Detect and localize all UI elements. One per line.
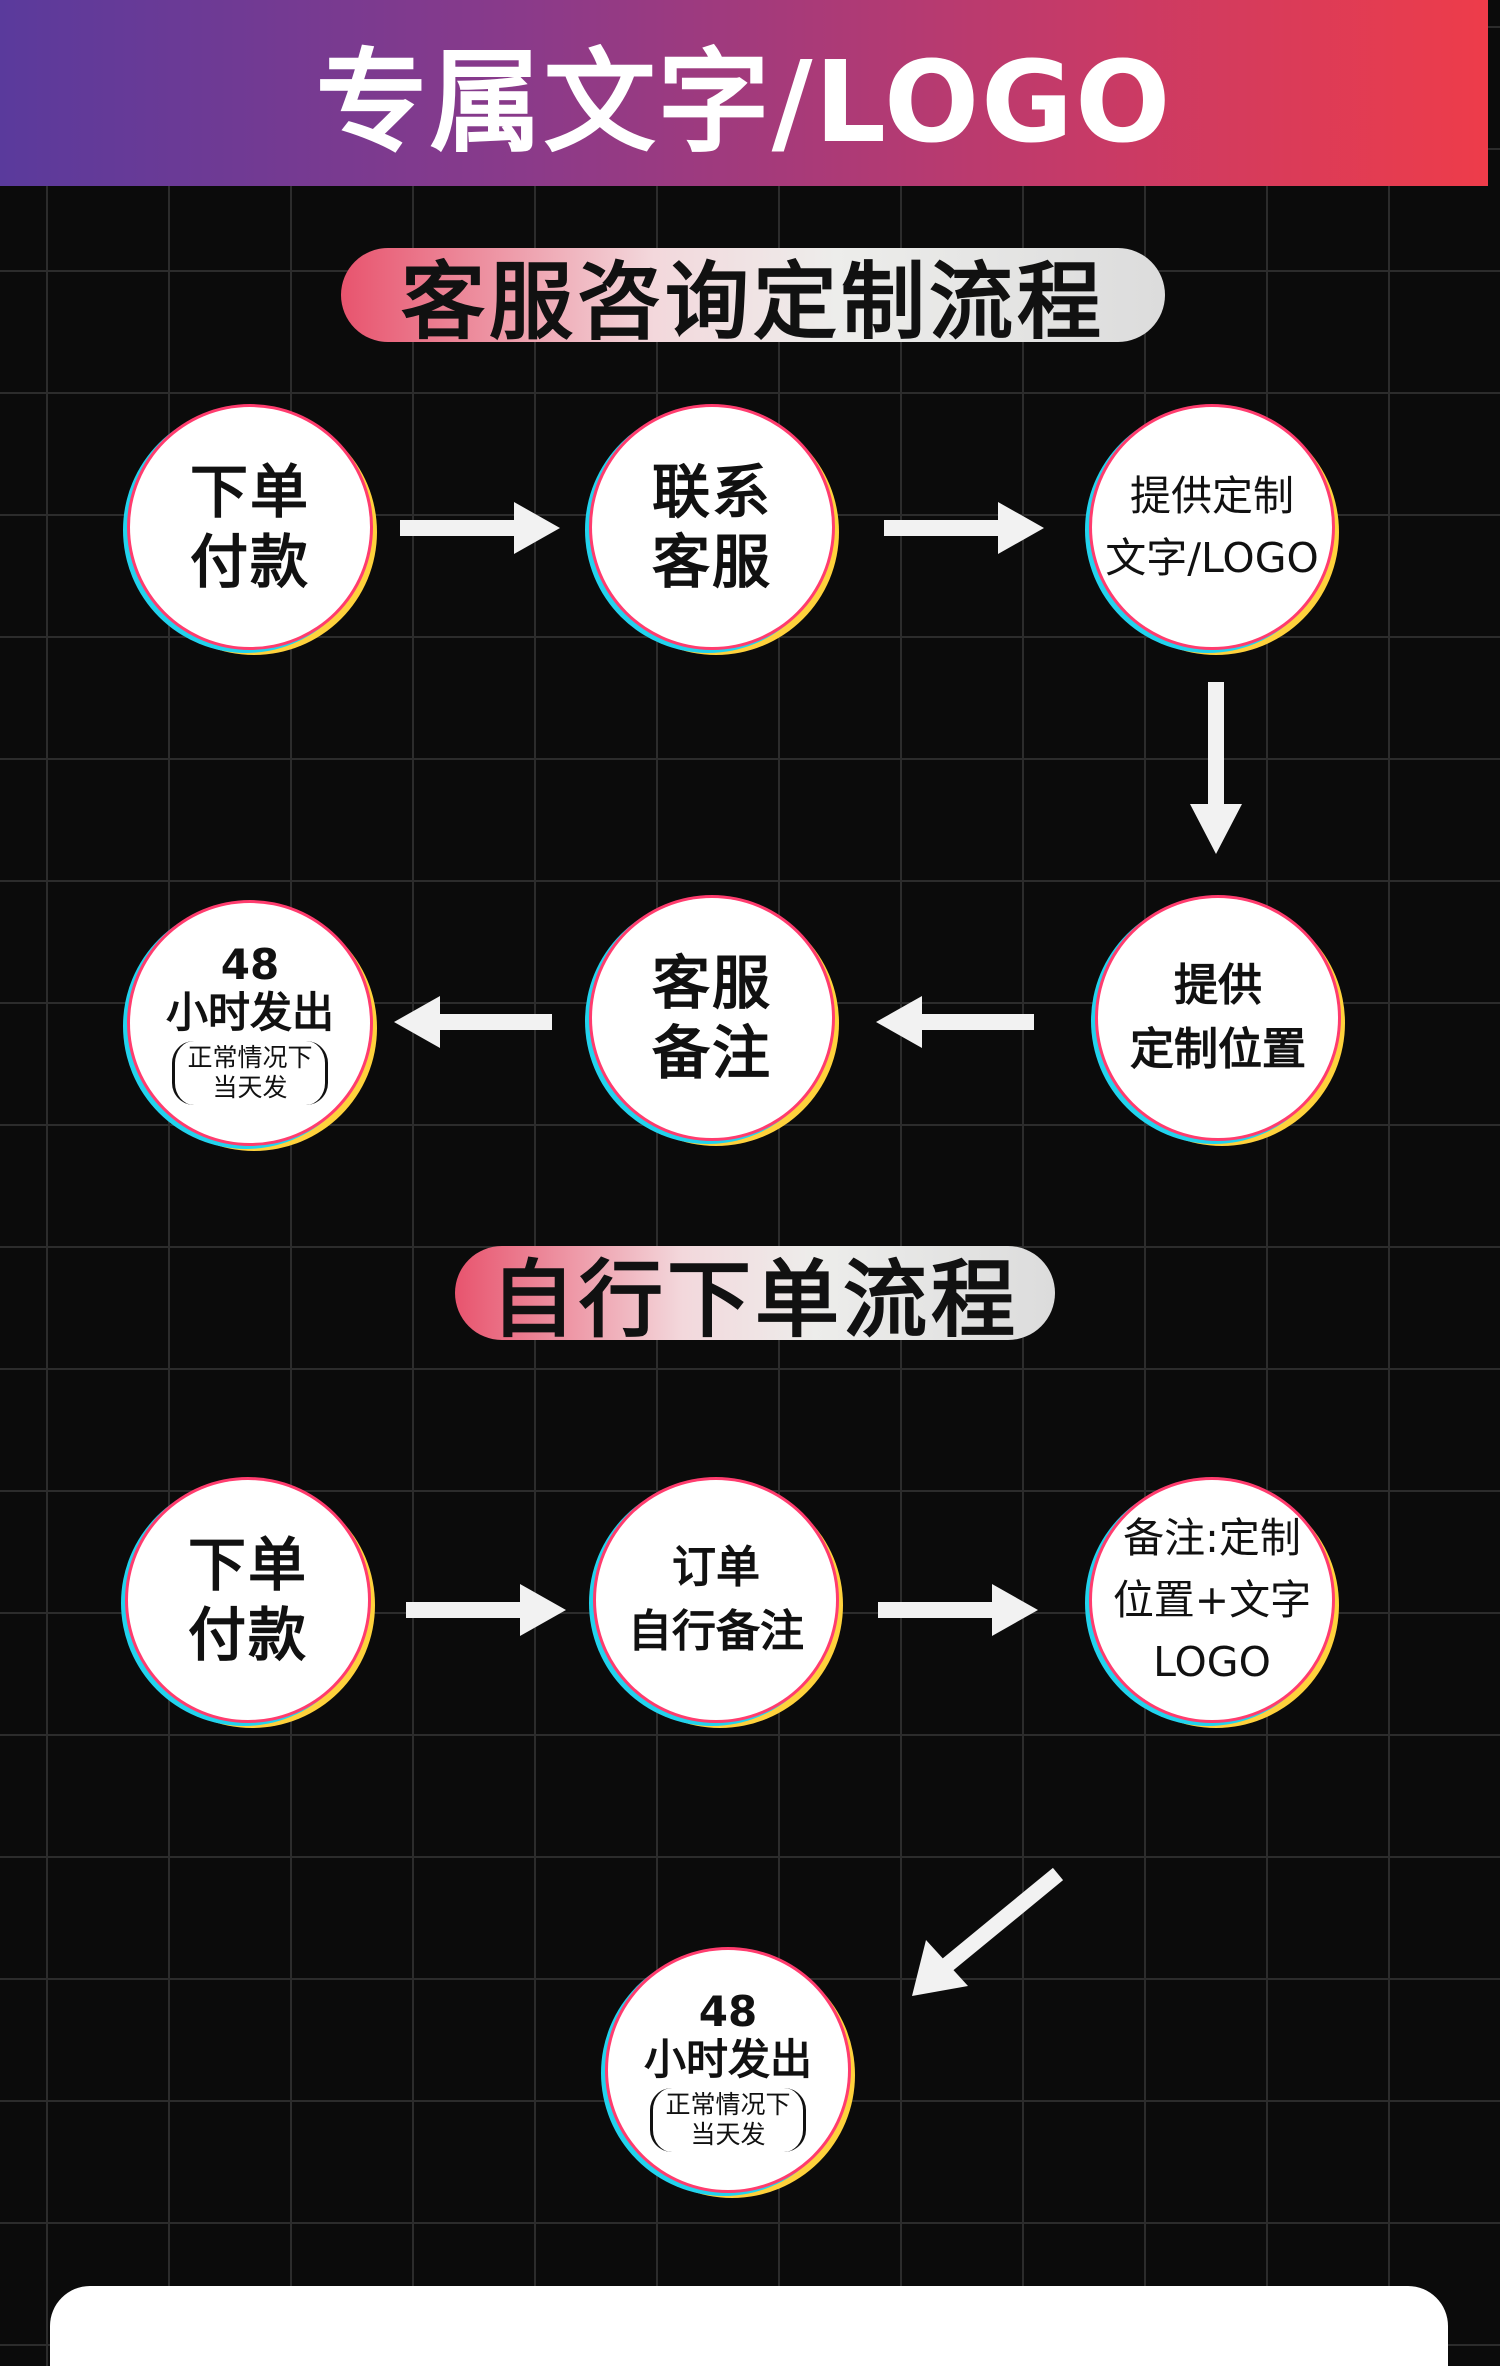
step-label-line: 定制位置 <box>1130 1024 1306 1075</box>
arrow-right-icon <box>878 1584 1038 1636</box>
step-label-line: 下单 <box>189 458 310 526</box>
step-label-line: 付款 <box>189 528 310 596</box>
step-label-line: 提供定制 <box>1130 472 1294 520</box>
step-label-line: 联系 <box>651 458 772 526</box>
step-label-line: 备注 <box>651 1019 772 1087</box>
section-title-pill: 自行下单流程 <box>455 1246 1055 1349</box>
ship-note-line: 当天发 <box>690 2120 766 2149</box>
ship-note: 正常情况下 当天发 <box>172 1041 328 1105</box>
step-node: 联系 客服 <box>592 407 832 647</box>
step-node: 备注:定制 位置+文字 LOGO <box>1092 1480 1332 1720</box>
step-node: 提供定制 文字/LOGO <box>1092 407 1332 647</box>
arrow-left-icon <box>876 996 1034 1048</box>
arrow-right-icon <box>400 502 560 554</box>
arrow-down-icon <box>1190 682 1242 854</box>
step-node: 下单 付款 <box>128 1480 368 1720</box>
step-node: 提供 定制位置 <box>1098 898 1338 1138</box>
step-label-line: 客服 <box>651 528 772 596</box>
page-title: 专属文字/LOGO <box>315 38 1173 168</box>
step-label-line: 备注:定制 <box>1123 1514 1301 1562</box>
step-label-line: LOGO <box>1153 1638 1271 1686</box>
step-node-shipping: 48 小时发出 正常情况下 当天发 <box>608 1950 848 2190</box>
step-label-line: 提供 <box>1174 960 1262 1011</box>
step-label-line: 自行备注 <box>628 1606 804 1657</box>
section-title-pill: 客服咨询定制流程 <box>341 248 1165 351</box>
ship-label: 小时发出 <box>643 2035 812 2084</box>
step-label-line: 订单 <box>672 1542 760 1593</box>
ship-note: 正常情况下 当天发 <box>650 2088 806 2152</box>
arrow-down-left-icon <box>912 1867 1064 1996</box>
bottom-card <box>50 2286 1448 2366</box>
ship-hours: 48 <box>698 1987 758 2036</box>
ship-label: 小时发出 <box>165 988 334 1037</box>
arrow-left-icon <box>394 996 552 1048</box>
header-banner: 专属文字/LOGO <box>0 0 1488 186</box>
step-label-line: 位置+文字 <box>1112 1576 1312 1624</box>
step-label-line: 下单 <box>187 1531 308 1599</box>
arrow-right-icon <box>406 1584 566 1636</box>
ship-hours: 48 <box>220 940 280 989</box>
ship-note-line: 正常情况下 <box>187 1043 313 1072</box>
step-node: 下单 付款 <box>130 407 370 647</box>
step-label-line: 文字/LOGO <box>1105 534 1319 582</box>
step-node: 客服 备注 <box>592 898 832 1138</box>
section-title: 自行下单流程 <box>490 1250 1019 1349</box>
step-node: 订单 自行备注 <box>596 1480 836 1720</box>
ship-note-line: 当天发 <box>212 1073 288 1102</box>
arrow-right-icon <box>884 502 1044 554</box>
step-node-shipping: 48 小时发出 正常情况下 当天发 <box>130 903 370 1143</box>
section-title: 客服咨询定制流程 <box>400 252 1105 351</box>
step-label-line: 付款 <box>187 1601 308 1669</box>
ship-note-line: 正常情况下 <box>665 2090 791 2119</box>
step-label-line: 客服 <box>651 949 772 1017</box>
